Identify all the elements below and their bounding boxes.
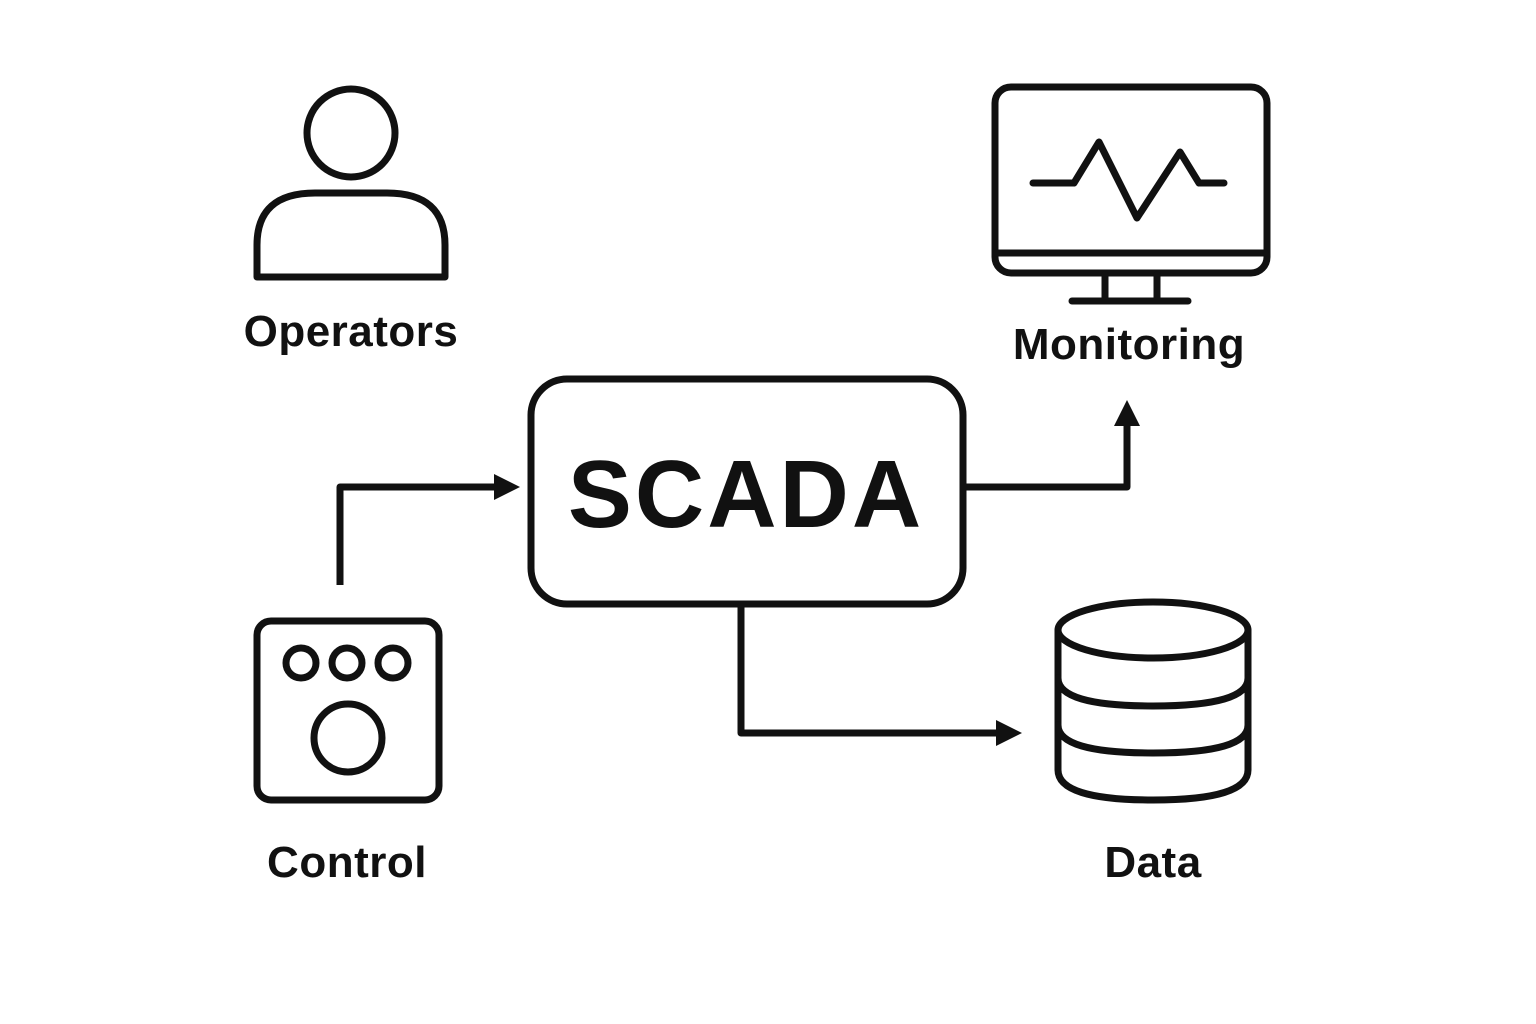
scada-box xyxy=(527,375,967,608)
control-label: Control xyxy=(267,838,427,887)
database-icon xyxy=(1054,598,1252,804)
control-panel-icon xyxy=(253,617,443,804)
data-label: Data xyxy=(1104,838,1202,887)
person-icon xyxy=(253,85,449,281)
scada-label: SCADA xyxy=(567,441,925,548)
edge-control-to-scada xyxy=(336,474,520,585)
edge-scada-to-data xyxy=(737,606,1022,746)
operators-label: Operators xyxy=(243,307,459,356)
monitoring-label: Monitoring xyxy=(1012,320,1246,369)
monitor-pulse-icon xyxy=(991,83,1271,305)
edge-scada-to-monitoring xyxy=(966,400,1140,491)
